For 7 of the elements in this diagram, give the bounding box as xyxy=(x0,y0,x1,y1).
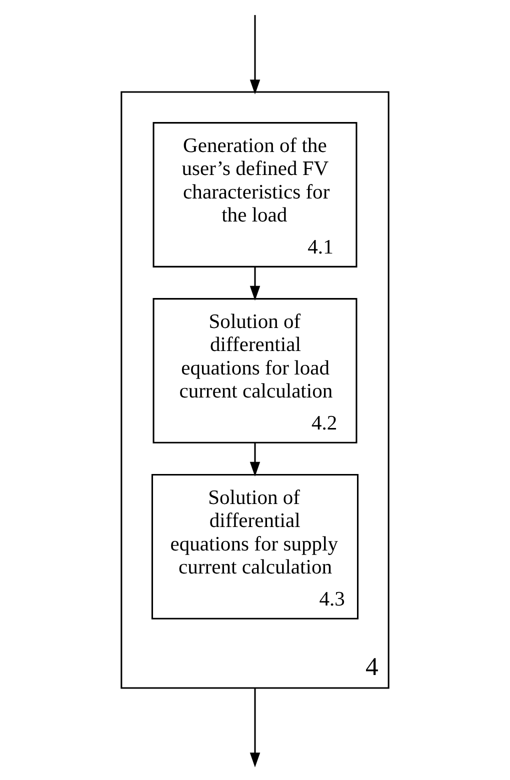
node-box: Solution of differential equations for load current calculation 4.2 xyxy=(152,298,358,444)
arrow xyxy=(250,15,260,94)
arrow xyxy=(250,688,260,768)
node-box: Solution of differential equations for supply current calculation 4.3 xyxy=(151,474,359,620)
node-box: Generation of the user’s defined FV characteristics for the load 4.1 xyxy=(152,122,358,268)
arrow xyxy=(250,443,260,477)
arrow xyxy=(250,267,260,301)
